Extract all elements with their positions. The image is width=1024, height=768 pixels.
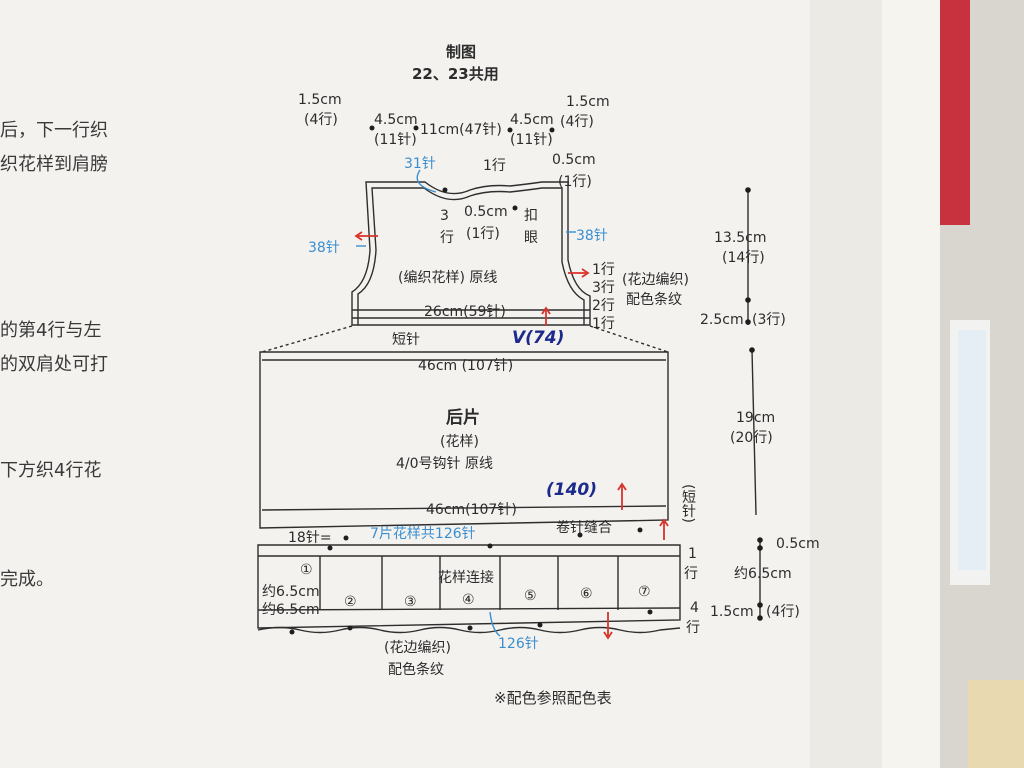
yoke-st38-left: 38针 bbox=[308, 240, 340, 256]
dim-yoke-rows: (14行) bbox=[722, 250, 765, 266]
band-cell-1: ① bbox=[300, 562, 313, 578]
dim-about65: 约6.5cm bbox=[734, 566, 792, 582]
dim-body-height bbox=[751, 349, 757, 516]
band-motifs: 7片花样共126针 bbox=[370, 526, 476, 542]
yoke-r1b: 1行 bbox=[592, 316, 615, 332]
yoke-row1: 1行 bbox=[483, 158, 506, 174]
band-st18: 18针= bbox=[288, 530, 332, 546]
yoke-bottom: 26cm(59针) bbox=[424, 304, 506, 320]
yoke-buttonhole-1: 扣 bbox=[524, 208, 538, 224]
dim-body-h: 19cm bbox=[736, 410, 776, 426]
yoke-r1: 1行 bbox=[592, 262, 615, 278]
dim-edge-rows: (3行) bbox=[752, 312, 786, 328]
band-scallop bbox=[257, 626, 681, 634]
left-page-line-4: 的双肩处可打 bbox=[0, 354, 108, 375]
band-cell-7: ⑦ bbox=[638, 584, 651, 600]
dim-d-sts: (11针) bbox=[510, 132, 553, 148]
left-page-line-1: 后，下一行织 bbox=[0, 120, 108, 141]
connector-right bbox=[589, 325, 669, 353]
dim-d: 4.5cm bbox=[510, 112, 554, 128]
left-page-line-5: 下方织4行花 bbox=[0, 460, 102, 481]
body-pattern: (花样) bbox=[440, 434, 479, 450]
body-bottom-dim-line bbox=[261, 505, 667, 511]
yoke-handwritten: V(74) bbox=[512, 328, 565, 348]
dim-b-sts: (11针) bbox=[374, 132, 417, 148]
yoke-inner-outline bbox=[357, 187, 585, 325]
dim-r4-lbl: 行 bbox=[686, 620, 700, 636]
dim-c: 11cm(47针) bbox=[420, 122, 502, 138]
band-edge: (花边编织) bbox=[384, 640, 451, 656]
band-st126: 126针 bbox=[498, 636, 539, 652]
band-size-2: 约6.5cm bbox=[262, 602, 320, 618]
yoke-st38-right: 38针 bbox=[576, 228, 608, 244]
connector-left bbox=[261, 325, 353, 353]
dim-b: 4.5cm bbox=[374, 112, 418, 128]
band-outline bbox=[257, 544, 681, 629]
dim-e-rows: (4行) bbox=[560, 114, 594, 130]
band-stripe: 配色条纹 bbox=[388, 662, 444, 678]
body-bottom-width: 46cm(107针) bbox=[426, 502, 517, 518]
page-margin-shade bbox=[810, 0, 882, 768]
color-note: ※配色参照配色表 bbox=[494, 689, 612, 707]
page-sheet bbox=[0, 0, 880, 768]
book-cover-yellow bbox=[968, 680, 1024, 768]
band-join: 花样连接 bbox=[438, 570, 494, 586]
page-edges bbox=[878, 0, 940, 768]
yoke-half2: 0.5cm bbox=[464, 204, 508, 220]
dim-yoke-h: 13.5cm bbox=[714, 230, 767, 246]
body-handwritten: (140) bbox=[546, 480, 598, 500]
yoke-pattern: (编织花样) 原线 bbox=[398, 270, 498, 286]
band-cell-3: ③ bbox=[404, 594, 417, 610]
band-cell-5: ⑤ bbox=[524, 588, 537, 604]
yoke-half2-rows: (1行) bbox=[466, 226, 500, 242]
red-arrows bbox=[354, 231, 669, 640]
yoke-half: 0.5cm bbox=[552, 152, 596, 168]
body-short-side: (短针) bbox=[680, 484, 696, 523]
band-cell-2: ② bbox=[344, 594, 357, 610]
body-outline bbox=[259, 351, 669, 529]
yoke-three-row: 行 bbox=[440, 230, 454, 246]
dim-a-rows: (4行) bbox=[304, 112, 338, 128]
band-cell-6: ⑥ bbox=[580, 586, 593, 602]
dim-r1-lbl: 行 bbox=[684, 566, 698, 582]
body-top-width: 46cm (107针) bbox=[418, 358, 514, 374]
dim-h05: 0.5cm bbox=[776, 536, 820, 552]
dim-e: 1.5cm bbox=[566, 94, 610, 110]
yoke-half-rows: (1行) bbox=[558, 174, 592, 190]
dim-h15-rows: (4行) bbox=[766, 604, 800, 620]
diagram-subtitle: 22、23共用 bbox=[412, 65, 499, 83]
yoke-short: 短针 bbox=[392, 332, 420, 348]
body-hook: 4/0号钩针 原线 bbox=[396, 456, 493, 472]
yoke-stripe: 配色条纹 bbox=[626, 292, 682, 308]
band-seam: 卷针缝合 bbox=[556, 520, 612, 536]
dot-markers bbox=[289, 125, 763, 635]
band-size-1: 约6.5cm bbox=[262, 584, 320, 600]
book-cover-panel bbox=[958, 330, 986, 570]
left-page-line-2: 织花样到肩膀 bbox=[0, 154, 108, 175]
yoke-st31: 31针 bbox=[404, 156, 436, 172]
diagram-title: 制图 bbox=[446, 43, 477, 61]
yoke-edge: (花边编织) bbox=[622, 272, 689, 288]
yoke-r2: 2行 bbox=[592, 298, 615, 314]
dim-h15: 1.5cm bbox=[710, 604, 754, 620]
dim-body-rows: (20行) bbox=[730, 430, 773, 446]
yoke-outline bbox=[351, 181, 591, 326]
body-name: 后片 bbox=[446, 408, 480, 428]
blue-leaders bbox=[356, 169, 576, 637]
dim-r1: 1 bbox=[688, 546, 697, 562]
left-page-line-6: 完成。 bbox=[0, 569, 54, 590]
band-cell-4: ④ bbox=[462, 592, 475, 608]
dim-a: 1.5cm bbox=[298, 92, 342, 108]
dim-r4: 4 bbox=[690, 600, 699, 616]
band-bottom-line bbox=[257, 607, 681, 611]
yoke-three: 3 bbox=[440, 208, 449, 224]
yoke-r3: 3行 bbox=[592, 280, 615, 296]
left-page-line-3: 的第4行与左 bbox=[0, 320, 102, 341]
dim-edge-h: 2.5cm bbox=[700, 312, 744, 328]
yoke-buttonhole-2: 眼 bbox=[524, 230, 538, 246]
